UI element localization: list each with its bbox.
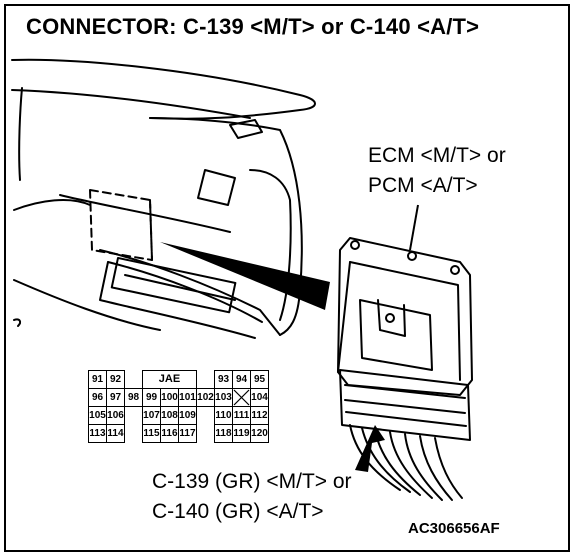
pin-cell: 118 bbox=[214, 424, 233, 443]
diagram-frame bbox=[4, 4, 570, 552]
pin-cell: 117 bbox=[178, 424, 197, 443]
pin-cell: 96 bbox=[88, 388, 107, 407]
pin-cell: 92 bbox=[106, 370, 125, 389]
pin-cell: 94 bbox=[232, 370, 251, 389]
dashboard-outline bbox=[11, 58, 316, 120]
pin-cell: 116 bbox=[160, 424, 179, 443]
cross-mark-icon bbox=[233, 389, 250, 406]
ecm-connector-block bbox=[339, 369, 471, 441]
pin-cell: 98 bbox=[124, 388, 143, 407]
pin-cell: 108 bbox=[160, 406, 179, 425]
connector-pin-table: 91 92 JAE 93 94 95 96 97 98 99 100 101 1… bbox=[88, 370, 269, 443]
pin-cell: 114 bbox=[106, 424, 125, 443]
pin-cell: 119 bbox=[232, 424, 251, 443]
pointer-arrow bbox=[160, 242, 330, 310]
pin-cell: 120 bbox=[250, 424, 269, 443]
ecm-label-line1: ECM <M/T> or bbox=[368, 144, 506, 167]
pin-cell: 100 bbox=[160, 388, 179, 407]
ecm-label-line2: PCM <A/T> bbox=[368, 174, 478, 197]
pin-cell: 93 bbox=[214, 370, 233, 389]
pin-cell: 112 bbox=[250, 406, 269, 425]
pin-cell: 110 bbox=[214, 406, 233, 425]
pin-cell: 113 bbox=[88, 424, 107, 443]
ecm-module bbox=[337, 237, 473, 396]
figure-id: AC306656AF bbox=[408, 520, 500, 537]
pin-cell: 101 bbox=[178, 388, 197, 407]
pin-cell: 97 bbox=[106, 388, 125, 407]
pin-cell: 95 bbox=[250, 370, 269, 389]
connector-arrow bbox=[355, 425, 385, 472]
pin-cell: 105 bbox=[88, 406, 107, 425]
pin-cell: 99 bbox=[142, 388, 161, 407]
connector-maker: JAE bbox=[142, 370, 197, 389]
pin-cell: 104 bbox=[250, 388, 269, 407]
pin-cell: 111 bbox=[232, 406, 251, 425]
pin-cell: 107 bbox=[142, 406, 161, 425]
pin-cell: 91 bbox=[88, 370, 107, 389]
pin-cell: 106 bbox=[106, 406, 125, 425]
pin-cell: 115 bbox=[142, 424, 161, 443]
connector-label-line1: C-139 (GR) <M/T> or bbox=[152, 470, 352, 493]
pin-cell: 109 bbox=[178, 406, 197, 425]
empty-pin-cell bbox=[232, 388, 251, 407]
connector-label-line2: C-140 (GR) <A/T> bbox=[152, 500, 324, 523]
connector-title: CONNECTOR: C-139 <M/T> or C-140 <A/T> bbox=[26, 14, 480, 39]
pin-cell: 103 bbox=[214, 388, 233, 407]
pin-cell: 102 bbox=[196, 388, 215, 407]
